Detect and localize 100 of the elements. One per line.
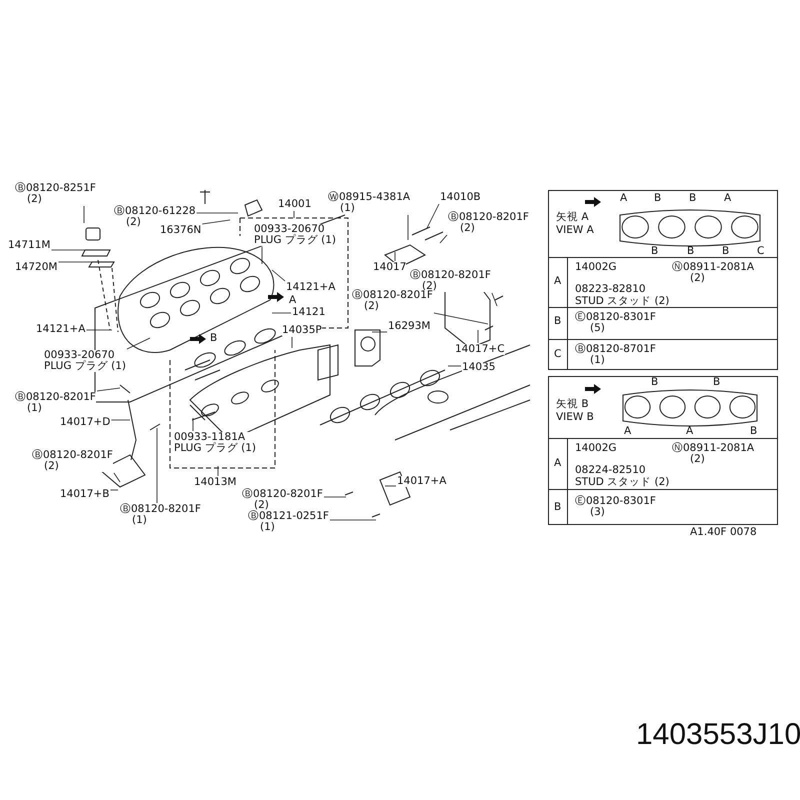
part-quantity: (2) [26,194,43,205]
row-letter: C [554,349,562,360]
leader-line [156,428,158,504]
leader-line [272,270,286,282]
view-letter: B [722,246,730,257]
part-number: 14017+D [60,417,110,428]
part-quantity: (2) [459,223,476,234]
part-number: 1403553J10 [636,718,800,752]
part-description: STUD スタッド (2) [575,296,670,307]
part-number: 14013M [194,477,236,488]
view-letter: B [651,377,658,388]
part-number: 00933-1181A [174,432,246,443]
part-quantity: (2) [43,461,60,472]
quantity: (3) [590,507,605,518]
part-number: 14017+B [60,489,110,500]
part-number: Ⓦ08915-4381A [328,192,410,203]
part-quantity: (2) [422,281,438,292]
part-number: Ⓔ08120-8301F [575,312,656,323]
leader-line [394,252,396,262]
part-number: 14001 [278,199,312,210]
view-letter: A [620,193,628,204]
view-caption: VIEW A [556,225,594,236]
row-letter: B [554,316,562,327]
leader-line [202,220,230,224]
part-number: Ⓝ08911-2081A [672,262,754,273]
row-letter: A [554,276,562,287]
view-letter: A [724,193,732,204]
part-number: 14002G [575,443,617,454]
quantity: (2) [690,454,705,465]
part-number: 14711M [8,240,50,251]
part-number: 00933-20670 [254,224,326,235]
view-letter: B [713,377,720,388]
leader-line [426,204,440,228]
part-number: 14121+A [286,282,336,293]
part-quantity: PLUG プラグ (1) [254,235,336,246]
view-letter: C [757,246,764,257]
quantity: (2) [690,273,705,284]
part-number: Ⓑ08120-8201F [352,290,433,301]
leader-line [96,388,120,392]
part-number: Ⓑ08120-8201F [15,392,96,403]
leader-line [440,234,448,244]
leader-line [114,472,120,482]
part-number: Ⓑ08120-8201F [120,504,201,515]
part-number: 08224-82510 [575,465,646,476]
quantity: (5) [590,323,605,334]
view-caption: 矢視 A [556,212,589,223]
part-quantity: PLUG プラグ (1) [44,361,126,372]
part-number: 14010B [440,192,481,203]
view-letter: B [689,193,696,204]
part-number: 14002G [575,262,617,273]
leader-line [434,312,488,324]
part-quantity: (2) [125,217,142,228]
part-number: 00933-20670 [44,350,116,361]
view-letter: A [686,426,694,437]
view-caption: VIEW B [556,412,594,423]
part-number: 14017+C [455,344,505,355]
leader-line [272,312,292,314]
part-number: Ⓑ08120-8201F [448,212,529,223]
view-letter: A [289,295,296,306]
part-number: 14121+A [36,324,86,335]
leader-line [324,496,346,498]
part-number: Ⓑ08120-61228 [114,206,196,217]
leader-line [192,418,194,432]
leader-line [126,338,150,350]
part-number: 16376N [160,225,202,236]
part-number: Ⓑ08120-8201F [410,270,491,281]
part-quantity: (1) [131,515,148,526]
part-description: STUD スタッド (2) [575,477,670,488]
view-letter: B [651,246,658,257]
part-quantity: (2) [363,301,380,312]
view-letter: B [687,246,694,257]
part-quantity: (1) [259,522,276,533]
part-quantity: PLUG プラグ (1) [174,443,256,454]
part-number: 08223-82810 [575,284,646,295]
view-letter: B [210,333,218,344]
part-number: Ⓑ08120-8251F [15,183,96,194]
leader-line [196,212,238,214]
view-letter: B [654,193,662,204]
part-number: Ⓔ08120-8301F [575,496,656,507]
part-number: 16293M [388,321,430,332]
part-number: 14720M [15,262,58,273]
part-quantity: (1) [339,203,356,214]
view-caption: 矢視 B [556,399,589,410]
quantity: (1) [590,355,605,366]
part-number: 14121 [292,307,326,318]
part-number: 14035 [462,362,496,373]
row-letter: B [554,502,562,513]
part-quantity: (2) [254,500,269,511]
row-letter: A [554,458,562,469]
view-letter: B [750,426,758,437]
part-number: Ⓝ08911-2081A [672,443,754,454]
part-number: Ⓑ08121-0251F [248,511,329,522]
leader-line [492,292,498,306]
drawing-code: A1.40F 0078 [690,527,757,538]
part-number: 14017+A [397,476,446,487]
part-number: 14035P [282,325,322,336]
part-number: Ⓑ08120-8701F [575,344,656,355]
view-letter: A [624,426,632,437]
part-number: Ⓑ08120-8201F [32,450,113,461]
part-number: 14017 [373,262,406,273]
